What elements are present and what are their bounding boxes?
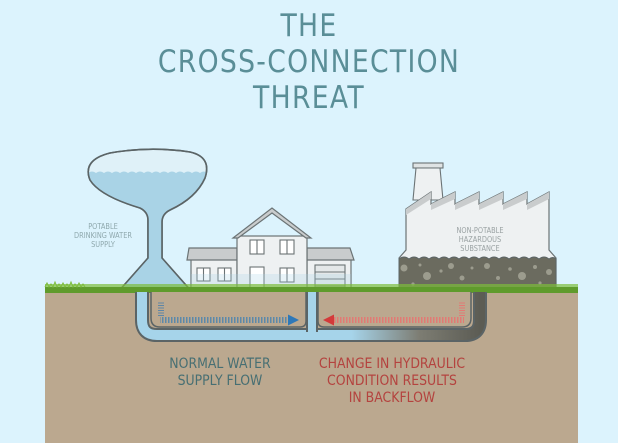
factory-label-line: SUBSTANCE (460, 244, 500, 253)
house-icon (186, 207, 355, 293)
backflow-label: CHANGE IN HYDRAULIC CONDITION RESULTS IN… (315, 356, 470, 407)
title-line-2: CROSS-CONNECTION (157, 44, 461, 80)
water-tower-label-line: POTABLE (88, 222, 118, 231)
water-tower-label-line: DRINKING WATER (74, 231, 132, 240)
page-title: THE CROSS-CONNECTION THREAT (43, 8, 574, 116)
factory-label-line: NON-POTABLE (456, 226, 504, 235)
normal-flow-label-line: NORMAL WATER (169, 356, 271, 372)
backflow-label-line: CHANGE IN HYDRAULIC (318, 356, 466, 372)
backflow-label-line: CONDITION RESULTS (327, 373, 457, 389)
pipe-network (135, 292, 487, 342)
title-line-1: THE (280, 8, 338, 44)
title-line-3: THREAT (253, 80, 365, 116)
factory-label-line: HAZARDOUS (458, 235, 502, 244)
factory-icon (398, 162, 557, 293)
backflow-arrow (323, 302, 465, 326)
normal-flow-arrow (158, 302, 299, 326)
normal-flow-label-line: SUPPLY FLOW (177, 373, 263, 389)
factory-label: NON-POTABLE HAZARDOUS SUBSTANCE (438, 226, 522, 253)
water-tower-label-line: SUPPLY (91, 240, 115, 249)
water-tower-icon (87, 148, 208, 293)
normal-flow-label: NORMAL WATER SUPPLY FLOW (160, 356, 280, 390)
water-tower-label: POTABLE DRINKING WATER SUPPLY (63, 222, 142, 249)
backflow-label-line: IN BACKFLOW (348, 390, 436, 406)
